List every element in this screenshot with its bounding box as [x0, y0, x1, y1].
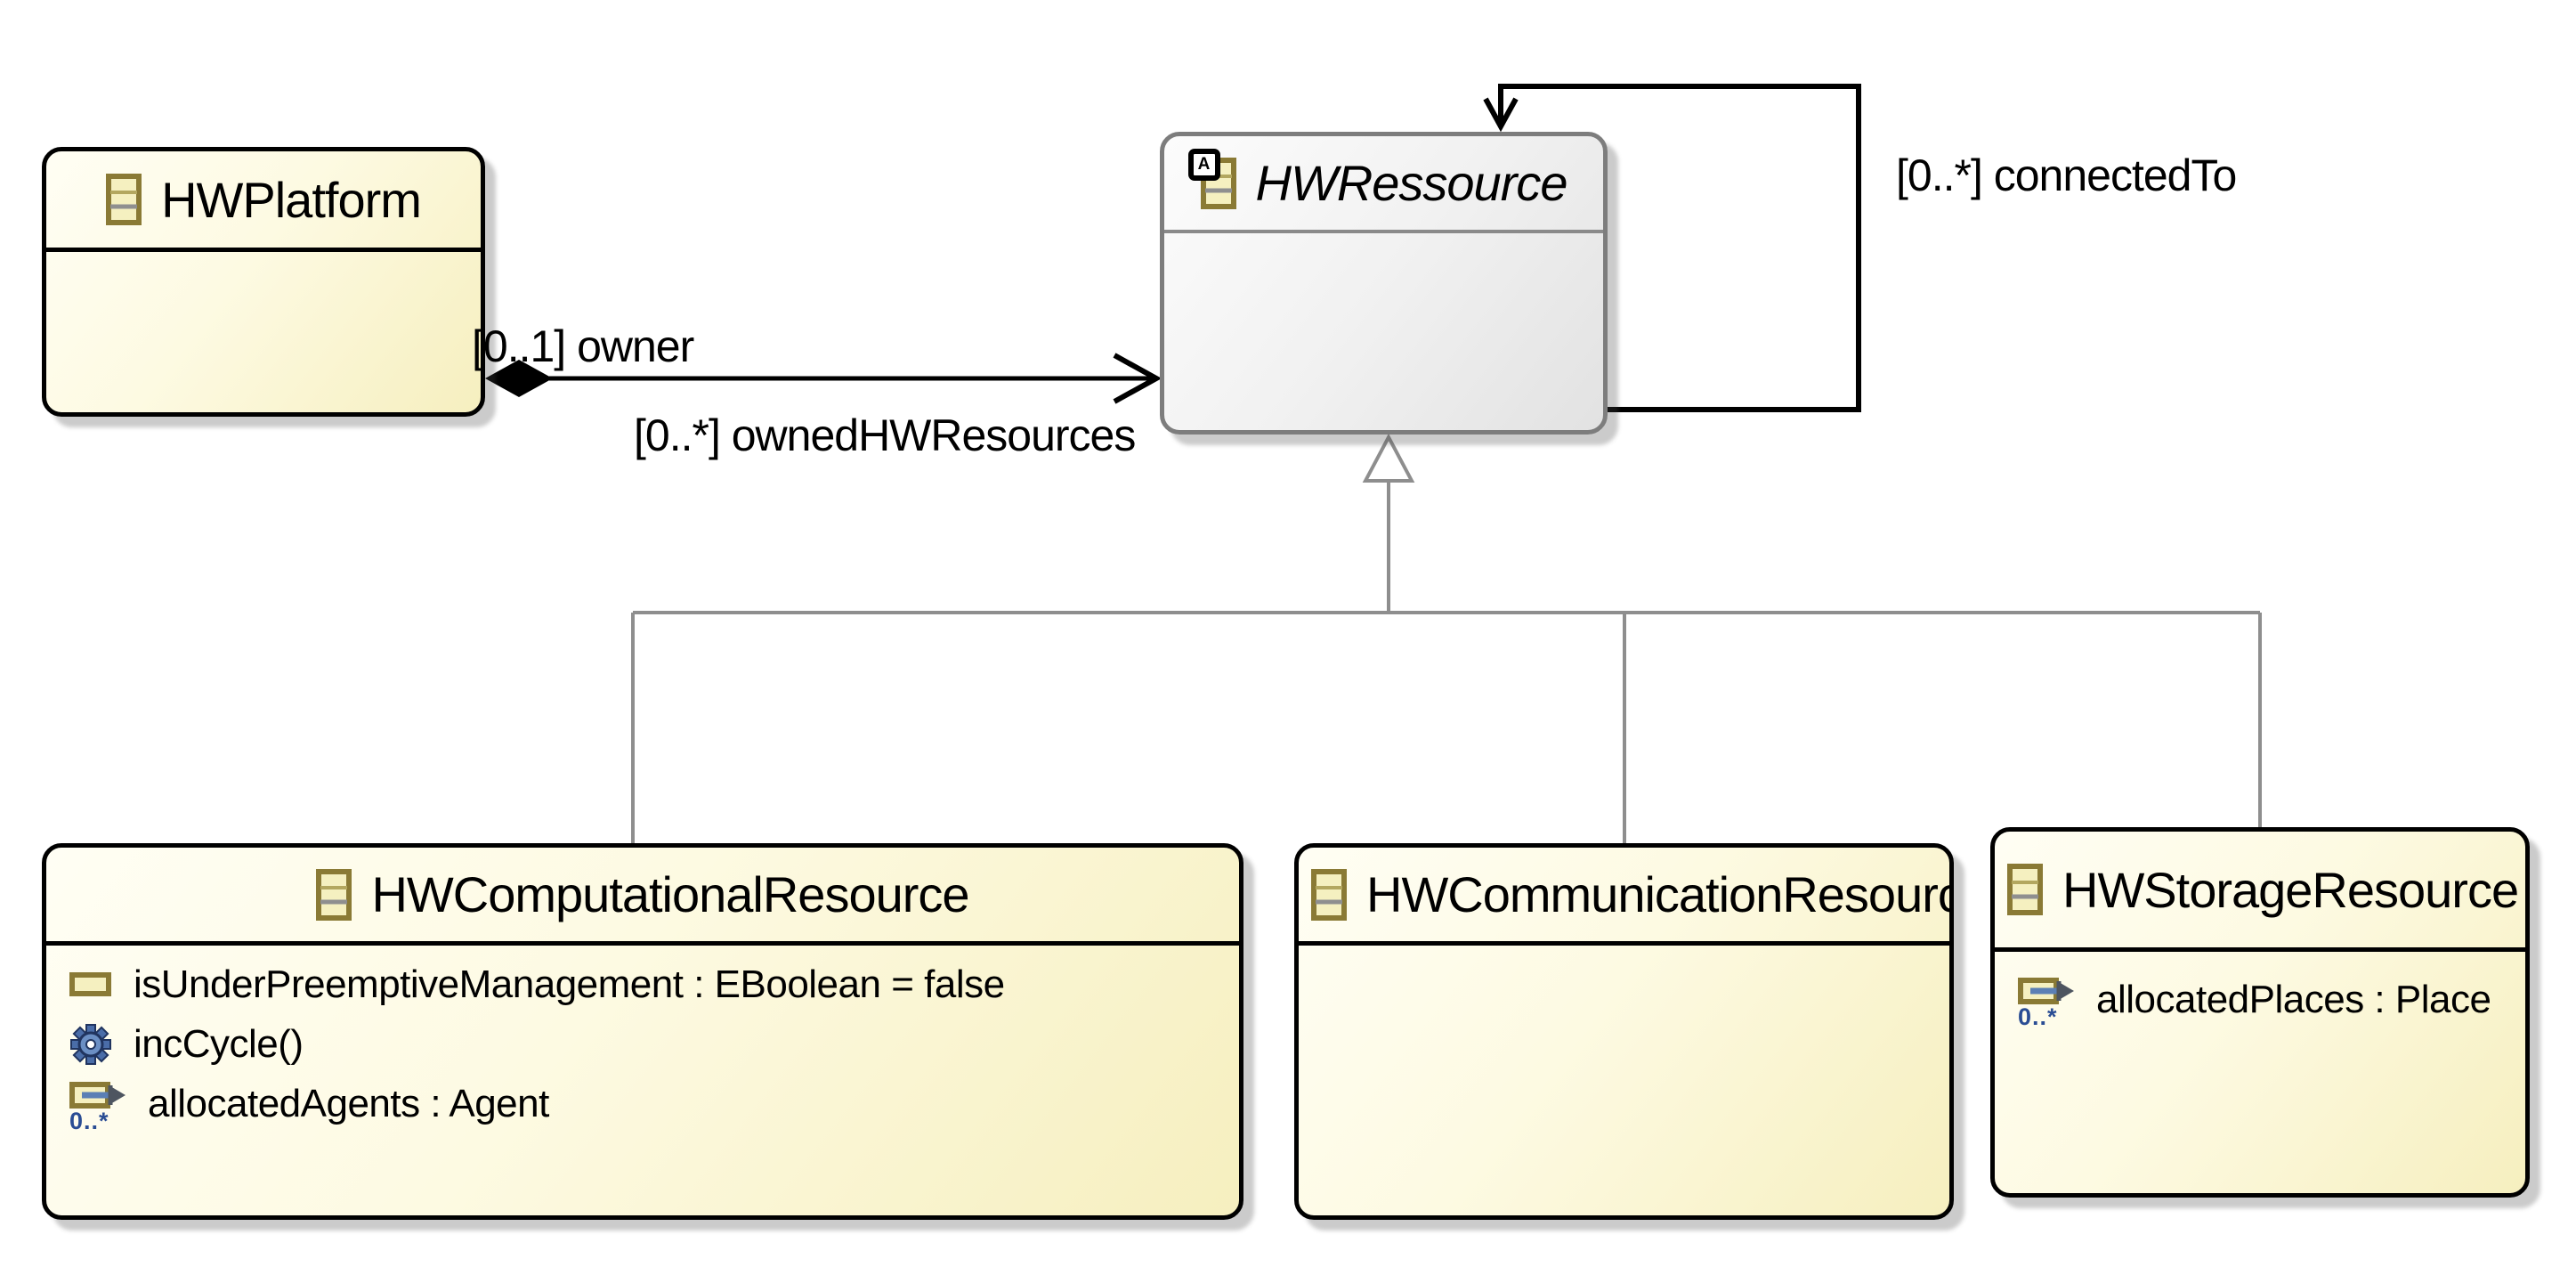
operation-row[interactable]: incCycle()	[69, 1014, 1239, 1074]
class-header[interactable]: HWComputationalResource	[46, 848, 1239, 946]
open-arrowhead-icon	[1483, 97, 1519, 133]
edge-label-owner[interactable]: [0..1] owner	[472, 321, 694, 371]
reference-label: allocatedAgents : Agent	[148, 1081, 549, 1125]
class-title[interactable]: HWStorageResource	[2062, 861, 2519, 918]
class-node-hwcommunicationresource[interactable]: HWCommunicationResource	[1294, 843, 1954, 1220]
class-node-hwcomputationalresource[interactable]: HWComputationalResource isUnderPreemptiv…	[42, 843, 1243, 1220]
inheritance-triangle-icon	[1362, 433, 1415, 483]
class-node-hwplatform[interactable]: HWPlatform	[42, 147, 485, 417]
reference-label: allocatedPlaces : Place	[2096, 977, 2491, 1021]
edge-generalizations[interactable]	[631, 433, 2262, 843]
class-node-hwstorageresource[interactable]: HWStorageResource 0..* allocatedPlaces :…	[1990, 827, 2530, 1198]
class-body[interactable]	[1299, 946, 1949, 954]
edge-label-owned-hw-resources[interactable]: [0..*] ownedHWResources	[634, 410, 1136, 460]
class-header[interactable]: HWCommunicationResource	[1299, 848, 1949, 946]
composition-diamond-icon	[485, 360, 553, 397]
class-body: isUnderPreemptiveManagement : EBoolean =…	[46, 946, 1239, 1133]
class-node-hwressource[interactable]: A HWRessource	[1160, 132, 1608, 435]
edge-label-connected-to[interactable]: [0..*] connectedTo	[1896, 150, 2237, 200]
abstract-badge: A	[1187, 148, 1220, 181]
class-header[interactable]: A HWRessource	[1164, 136, 1603, 233]
eattribute-icon	[69, 971, 112, 998]
reference-multiplicity-badge: 0..*	[69, 1107, 109, 1133]
eclass-icon	[106, 174, 142, 225]
reference-row[interactable]: 0..* allocatedAgents : Agent	[69, 1074, 1239, 1133]
class-header[interactable]: HWPlatform	[46, 151, 481, 252]
eclass-abstract-icon: A	[1187, 148, 1236, 209]
self-loop-line[interactable]	[1498, 84, 1861, 412]
class-body[interactable]	[1164, 233, 1603, 242]
operation-label: incCycle()	[134, 1021, 304, 1066]
attribute-label: isUnderPreemptiveManagement : EBoolean =…	[134, 962, 1005, 1006]
eclass-icon	[2007, 864, 2043, 915]
class-title[interactable]: HWComputationalResource	[371, 866, 969, 922]
ereference-icon: 0..*	[2018, 972, 2075, 1029]
class-header[interactable]: HWStorageResource	[1995, 832, 2525, 952]
eoperation-gear-icon	[69, 1023, 112, 1066]
reference-row[interactable]: 0..* allocatedPlaces : Place	[2018, 970, 2525, 1029]
reference-multiplicity-badge: 0..*	[2018, 1003, 2058, 1029]
eclass-icon	[1311, 868, 1347, 921]
class-body: 0..* allocatedPlaces : Place	[1995, 952, 2525, 1029]
class-title[interactable]: HWCommunicationResource	[1366, 866, 1949, 922]
attribute-row[interactable]: isUnderPreemptiveManagement : EBoolean =…	[69, 954, 1239, 1014]
open-arrowhead-icon	[1113, 353, 1162, 404]
edge-connected-to[interactable]	[1483, 84, 1861, 412]
class-title[interactable]: HWPlatform	[161, 171, 422, 228]
ereference-icon: 0..*	[69, 1076, 126, 1133]
class-title[interactable]: HWRessource	[1255, 155, 1568, 211]
edge-owned-hw-resources[interactable]	[485, 353, 1162, 404]
eclass-icon	[316, 868, 352, 921]
class-body[interactable]	[46, 252, 481, 261]
